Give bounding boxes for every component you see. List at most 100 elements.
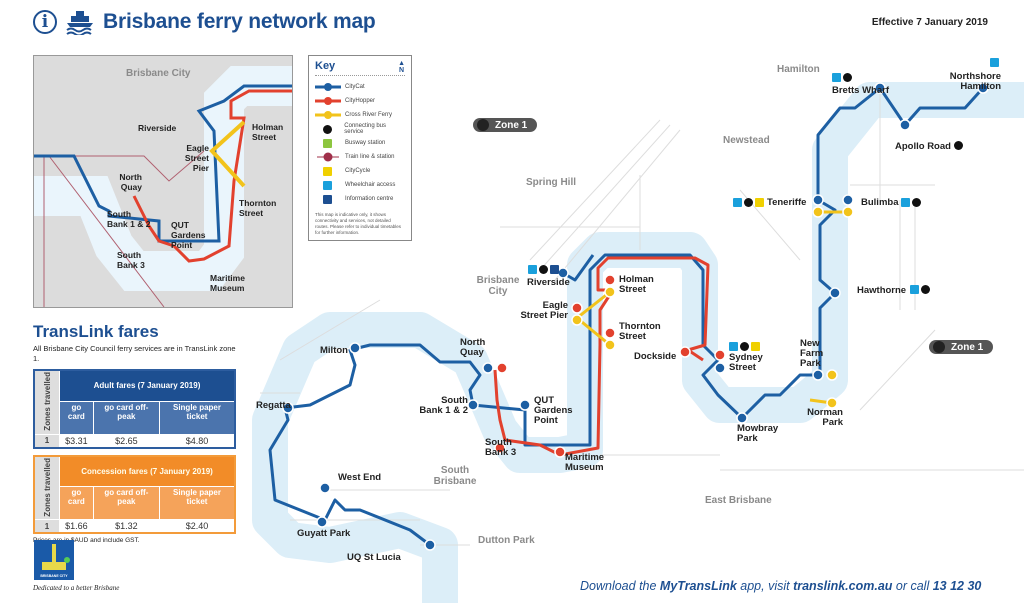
inset-station-riverside[interactable]: Riverside: [138, 123, 177, 133]
station-sydney-street[interactable]: Sydney Street: [729, 352, 763, 373]
stop-marker[interactable]: [812, 206, 824, 218]
inset-station-holman-street[interactable]: Holman Street: [252, 122, 284, 142]
stop-marker[interactable]: [604, 286, 616, 298]
inset-cross-river: [209, 120, 246, 188]
stop-marker[interactable]: [349, 342, 361, 354]
key-note: This map is indicative only, it shows co…: [315, 212, 402, 235]
stop-marker[interactable]: [494, 442, 506, 454]
stop-marker[interactable]: [679, 346, 691, 358]
stop-marker[interactable]: [424, 539, 436, 551]
bus-icon: [539, 265, 548, 274]
inset-station-north-quay[interactable]: North Quay: [119, 172, 142, 192]
info-icon[interactable]: i: [33, 10, 57, 34]
inset-station-maritime-museum[interactable]: Maritime Museum: [210, 273, 245, 293]
bus-icon: [744, 198, 753, 207]
citycat-line-icon: [315, 83, 341, 91]
station-milton[interactable]: Milton: [320, 345, 348, 356]
inset-area-brisbane-city: Brisbane City: [126, 68, 191, 79]
inset-station-south-bank-12[interactable]: South Bank 1 & 2: [107, 209, 151, 229]
station-northshore-hamilton[interactable]: Northshore Hamilton: [949, 71, 1001, 92]
app-link[interactable]: MyTransLink: [659, 579, 737, 593]
station-guyatt-park[interactable]: Guyatt Park: [297, 528, 351, 539]
stop-marker[interactable]: [571, 302, 583, 314]
stop-marker[interactable]: [826, 397, 838, 409]
station-mowbray-park[interactable]: Mowbray Park: [737, 423, 779, 444]
river-path: [252, 82, 1024, 603]
station-west-end[interactable]: West End: [338, 472, 382, 483]
key-item-citycycle: CityCycle: [315, 164, 405, 178]
stop-marker[interactable]: [604, 339, 616, 351]
stop-marker[interactable]: [604, 274, 616, 286]
inset-cityhopper: [132, 89, 292, 263]
phone-number[interactable]: 13 12 30: [932, 579, 982, 593]
inset-station-qut-gardens-point[interactable]: QUT Gardens Point: [171, 220, 206, 250]
stop-marker[interactable]: [519, 399, 531, 411]
station-riverside[interactable]: Riverside: [527, 277, 570, 288]
station-regatta[interactable]: Regatta: [256, 400, 291, 411]
stop-marker[interactable]: [714, 362, 726, 374]
stop-marker[interactable]: [812, 194, 824, 206]
station-holman-street[interactable]: Holman Street: [619, 274, 654, 295]
station-maritime-museum[interactable]: Maritime Museum: [565, 452, 605, 473]
station-eagle-street-pier[interactable]: Eagle Street Pier: [520, 300, 568, 321]
fares-note: Prices are in $AUD and include GST.: [33, 537, 140, 545]
fares-panel: TransLink fares All Brisbane City Counci…: [33, 322, 238, 544]
wheelchair-icon: [910, 285, 919, 294]
stop-marker[interactable]: [316, 516, 328, 528]
station-norman-park[interactable]: Norman Park: [807, 407, 843, 428]
effective-date: Effective 7 January 2019: [871, 17, 988, 28]
stops: [282, 82, 989, 551]
station-teneriffe[interactable]: Teneriffe: [767, 197, 807, 208]
stop-marker[interactable]: [571, 314, 583, 326]
inset-station-eagle-street-pier[interactable]: Eagle Street Pier: [184, 143, 209, 173]
zone-badge: Zone 1: [473, 118, 538, 132]
station-hawthorne[interactable]: Hawthorne: [857, 285, 907, 296]
stop-marker[interactable]: [874, 82, 886, 94]
map-key: Key ▲N CityCat CityHopper Cross River Fe…: [308, 55, 412, 241]
stop-marker[interactable]: [482, 362, 494, 374]
station-qut-gardens-point[interactable]: QUT Gardens Point: [534, 395, 573, 426]
area-brisbane-city: Brisbane City: [476, 275, 520, 297]
stop-marker[interactable]: [826, 369, 838, 381]
stop-marker[interactable]: [736, 412, 748, 424]
key-item-train: Train line & station: [315, 150, 405, 164]
station-uq-st-lucia[interactable]: UQ St Lucia: [347, 552, 401, 563]
station-bulimba[interactable]: Bulimba: [861, 197, 899, 208]
station-apollo-road[interactable]: Apollo Road: [895, 141, 951, 152]
stop-marker[interactable]: [554, 446, 566, 458]
website-link[interactable]: translink.com.au: [793, 579, 893, 593]
stop-marker[interactable]: [467, 399, 479, 411]
information-icon: [550, 265, 559, 274]
stop-marker[interactable]: [842, 206, 854, 218]
area-dutton-park: Dutton Park: [478, 535, 535, 546]
station-thornton-street[interactable]: Thornton Street: [619, 321, 661, 342]
fares-intro: All Brisbane City Council ferry services…: [33, 344, 236, 363]
station-north-quay[interactable]: North Quay: [460, 337, 486, 358]
zone-icon: [933, 341, 945, 353]
station-south-bank-12[interactable]: South Bank 1 & 2: [419, 395, 468, 416]
information-icon: [323, 194, 332, 204]
station-bretts-wharf[interactable]: Bretts Wharf: [832, 85, 890, 96]
inset-station-south-bank-3[interactable]: South Bank 3: [117, 250, 145, 270]
concession-fares-header: Concession fares (7 January 2019): [59, 455, 236, 488]
stop-marker[interactable]: [319, 482, 331, 494]
cityhopper-line-icon: [315, 97, 341, 105]
stop-marker[interactable]: [812, 369, 824, 381]
stop-marker[interactable]: [829, 287, 841, 299]
bus-icon: [322, 124, 332, 134]
inset-station-thornton-street[interactable]: Thornton Street: [239, 198, 277, 218]
stop-marker[interactable]: [899, 119, 911, 131]
stop-marker[interactable]: [604, 327, 616, 339]
station-new-farm-park[interactable]: New Farm Park: [800, 338, 824, 369]
wheelchair-icon: [323, 180, 332, 190]
stop-marker[interactable]: [714, 349, 726, 361]
brisbane-city-logo: BRISBANE CITY: [34, 540, 74, 580]
station-south-bank-3[interactable]: South Bank 3: [485, 437, 517, 458]
stop-marker[interactable]: [842, 194, 854, 206]
stop-marker[interactable]: [496, 362, 508, 374]
busway-icon: [323, 138, 332, 148]
column-header: go card off-peak: [92, 400, 161, 435]
stop-marker[interactable]: [282, 402, 294, 414]
station-dockside[interactable]: Dockside: [634, 351, 677, 362]
stop-marker[interactable]: [977, 82, 989, 94]
